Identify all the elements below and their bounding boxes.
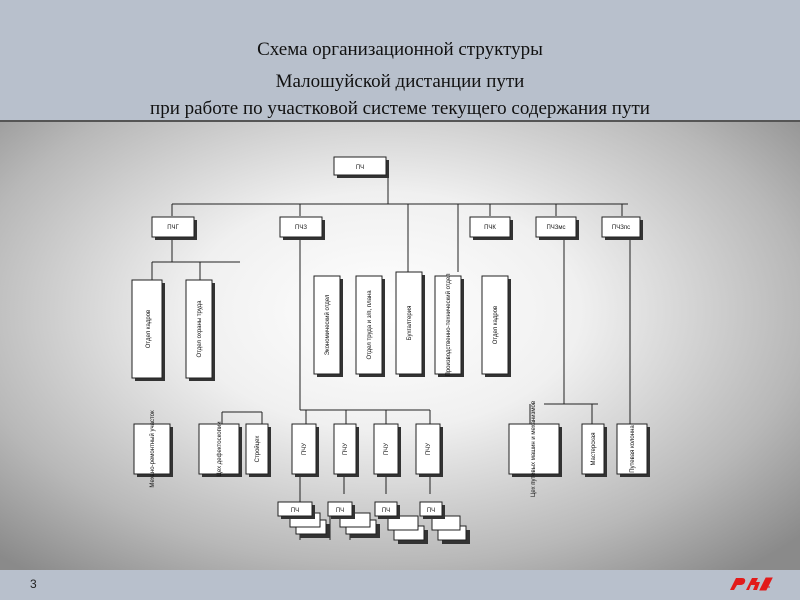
vleft-box-1: Отдел охраны труда bbox=[185, 279, 215, 381]
bottom-label-5: ПЧУ bbox=[384, 443, 390, 455]
title-line-1: Схема организационной структуры bbox=[257, 39, 543, 60]
level1-box-0: ПЧГ bbox=[151, 216, 197, 240]
bottom-label-4: ПЧУ bbox=[343, 443, 349, 455]
bottom-box-5: ПЧУ bbox=[373, 423, 401, 477]
level1-box-4: ПЧЗпс bbox=[601, 216, 643, 240]
level1-label-4: ПЧЗпс bbox=[612, 225, 630, 231]
level1-label-1: ПЧЗ bbox=[295, 225, 307, 231]
vcenter-box-1: Отдел труда и з/п, плана bbox=[355, 275, 385, 377]
vleft-box-0: Отдел кадров bbox=[131, 279, 165, 381]
bottom-label-6: ПЧУ bbox=[426, 443, 432, 455]
sub-stack-1: ПЧ bbox=[327, 501, 380, 538]
bottom-box-3: ПЧУ bbox=[291, 423, 319, 477]
bottom-box-6: ПЧУ bbox=[415, 423, 443, 477]
vleft-label-0: Отдел кадров bbox=[146, 310, 152, 348]
sub-stack-0: ПЧ bbox=[277, 501, 330, 538]
bottom-box-7: Цех путевых машин и механизмов bbox=[508, 401, 562, 497]
vcenter-box-2: Бухгалтерия bbox=[395, 271, 425, 377]
bottom-label-3: ПЧУ bbox=[302, 443, 308, 455]
vcenter-label-4: Отдел кадров bbox=[493, 306, 499, 344]
title-line-2: Малошуйской дистанции пути bbox=[275, 71, 525, 92]
vleft-label-1: Отдел охраны труда bbox=[197, 300, 203, 358]
level1-box-3: ПЧЗмс bbox=[535, 216, 579, 240]
sub-label-2: ПЧ bbox=[382, 508, 390, 514]
bottom-box-2: Стройцех bbox=[245, 423, 271, 477]
box-top: ПЧ bbox=[333, 156, 389, 178]
bottom-label-7: Цех путевых машин и механизмов bbox=[531, 401, 537, 497]
level1-label-0: ПЧГ bbox=[167, 225, 179, 231]
bottom-box-0: Механо-ремонтный участок bbox=[133, 410, 173, 488]
level1-label-3: ПЧЗмс bbox=[546, 225, 565, 231]
slide-footer bbox=[0, 570, 800, 600]
box-top-label: ПЧ bbox=[356, 165, 364, 171]
rzd-logo-icon bbox=[730, 577, 773, 591]
vcenter-box-4: Отдел кадров bbox=[481, 275, 511, 377]
sub-label-3: ПЧ bbox=[427, 508, 435, 514]
bottom-label-8: Мастерская bbox=[591, 432, 597, 465]
bottom-box-8: Мастерская bbox=[581, 423, 607, 477]
sub-label-0: ПЧ bbox=[291, 508, 299, 514]
sub-stack-3: ПЧ bbox=[419, 501, 470, 544]
vcenter-label-0: Экономический отдел bbox=[324, 294, 331, 355]
vcenter-label-3: Производственно-технический отдел bbox=[445, 273, 452, 376]
vcenter-label-2: Бухгалтерия bbox=[407, 306, 413, 341]
sub-stack-2: ПЧ bbox=[374, 501, 428, 544]
page-number: 3 bbox=[30, 577, 37, 591]
title-line-3: при работе по участковой системе текущег… bbox=[150, 98, 650, 119]
bottom-box-9: Путевая колонна bbox=[616, 423, 650, 477]
vcenter-label-1: Отдел труда и з/п, плана bbox=[367, 290, 373, 360]
sub-label-1: ПЧ bbox=[336, 508, 344, 514]
bottom-label-9: Путевая колонна bbox=[630, 425, 636, 473]
bottom-box-4: ПЧУ bbox=[333, 423, 359, 477]
bottom-label-2: Стройцех bbox=[254, 436, 261, 463]
vcenter-box-0: Экономический отдел bbox=[313, 275, 343, 377]
bottom-label-0: Механо-ремонтный участок bbox=[149, 410, 156, 488]
bottom-box-1: Цех дефектоскопии bbox=[198, 421, 242, 477]
slide-header: Схема организационной структуры Малошуйс… bbox=[0, 0, 800, 120]
level1-label-2: ПЧК bbox=[484, 225, 496, 231]
level1-box-2: ПЧК bbox=[469, 216, 513, 240]
vcenter-box-3: Производственно-технический отдел bbox=[434, 273, 464, 377]
bottom-label-1: Цех дефектоскопии bbox=[217, 421, 223, 476]
level1-box-1: ПЧЗ bbox=[279, 216, 325, 240]
